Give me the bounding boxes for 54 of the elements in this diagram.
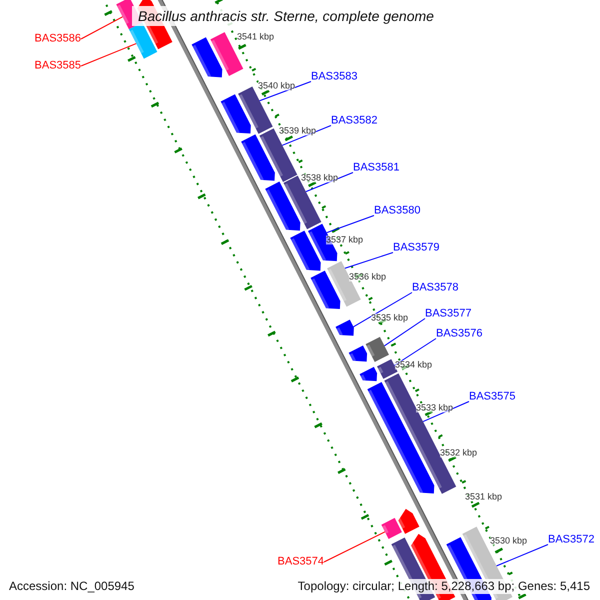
scale-label: 3540 kbp — [258, 82, 296, 90]
gene-label: BAS3576 — [436, 328, 482, 340]
scale-label: 3530 kbp — [490, 536, 528, 546]
gene-feature — [290, 230, 321, 271]
gene-feature — [220, 94, 251, 134]
leader-line — [324, 531, 386, 562]
leader-line — [259, 81, 312, 102]
gene-label: BAS3574 — [278, 556, 324, 568]
gene-label: BAS3583 — [311, 70, 358, 84]
gene-feature — [366, 336, 389, 362]
gene-feature — [192, 37, 222, 78]
leader-line — [305, 172, 354, 192]
gene-label: BAS3575 — [469, 390, 516, 404]
leader-line — [352, 292, 412, 328]
leader-line — [344, 252, 394, 269]
gene-label: BAS3579 — [393, 242, 440, 254]
scale-label: 3538 kbp — [301, 174, 338, 182]
gene-label: BAS3581 — [353, 162, 400, 174]
gene-feature — [348, 346, 368, 362]
gene-feature — [381, 518, 402, 539]
gene-feature — [241, 134, 275, 181]
gene-feature — [310, 270, 340, 310]
leader-line — [422, 401, 470, 422]
leader-line — [282, 125, 332, 146]
gene-label: BAS3578 — [412, 282, 458, 294]
scale-label: 3536 kbp — [349, 272, 386, 282]
gene-label: BAS3582 — [331, 114, 378, 128]
leader-line — [384, 318, 426, 346]
leader-line — [80, 16, 124, 40]
leader-line — [326, 215, 374, 234]
scale-label: 3541 kbp — [237, 32, 274, 42]
scale-label: 3539 kbp — [279, 126, 316, 136]
accession-text: Accession: NC_005945 — [7, 579, 136, 594]
scale-label: 3533 kbp — [416, 404, 454, 412]
leader-line — [394, 338, 436, 366]
gene-feature — [396, 508, 420, 534]
gene-label: BAS3586 — [34, 32, 81, 46]
leader-line — [496, 544, 548, 566]
scale-label: 3532 kbp — [440, 448, 478, 458]
gene-feature — [360, 366, 378, 382]
scale-label: 3535 kbp — [371, 314, 408, 322]
scale-label: 3534 kbp — [395, 360, 432, 370]
gene-label: BAS3577 — [425, 308, 472, 320]
gene-feature — [367, 382, 434, 494]
gene-feature — [336, 320, 354, 336]
scale-label: 3531 kbp — [465, 492, 502, 502]
leader-line — [80, 43, 137, 66]
gene-label: BAS3580 — [374, 204, 420, 218]
gene-feature — [283, 176, 322, 230]
gene-label: BAS3585 — [34, 60, 81, 72]
gene-label: BAS3572 — [548, 534, 594, 546]
gene-feature — [259, 128, 298, 182]
scale-label: 3537 kbp — [326, 236, 364, 244]
gene-feature — [265, 182, 300, 231]
